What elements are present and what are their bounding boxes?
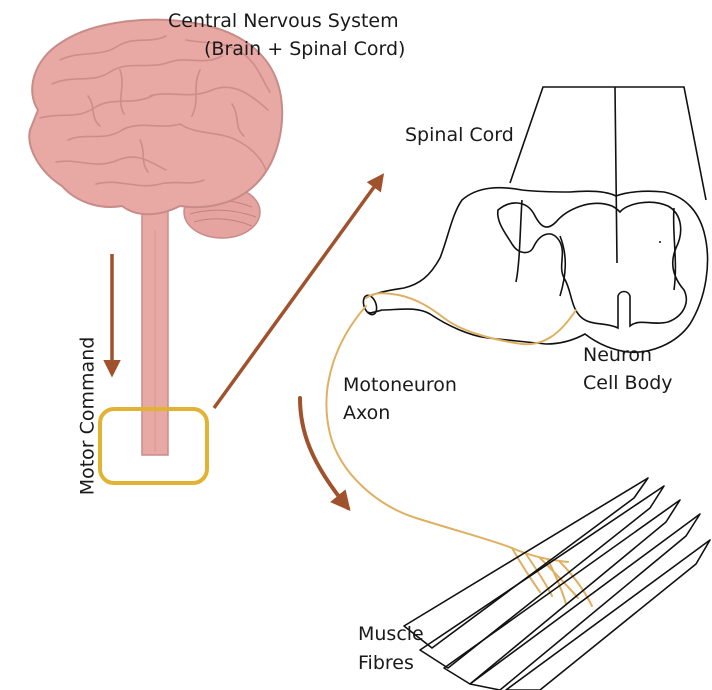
- spinal-cord-label: Spinal Cord: [405, 124, 514, 147]
- axon-direction-arrow: [300, 398, 348, 508]
- motor-command-label: Motor Command: [77, 337, 100, 496]
- axon-inside-cord: [366, 293, 576, 344]
- muscle-fibre: [506, 540, 710, 690]
- brain-illustration: [29, 20, 282, 455]
- spinal-cord-outline: [366, 188, 708, 353]
- motoneuron-label-line2: Axon: [343, 402, 390, 425]
- muscle-fibre: [404, 478, 648, 648]
- cns-title-line1: Central Nervous System: [168, 10, 399, 33]
- muscle-label-line1: Muscle: [358, 623, 424, 646]
- gray-matter: [498, 202, 687, 328]
- cns-title-line2: (Brain + Spinal Cord): [204, 38, 405, 61]
- neuron-label-line1: Neuron: [583, 344, 652, 367]
- muscle-fibre: [470, 514, 700, 690]
- spinal-cord-column: [510, 87, 706, 200]
- neuron-label-line2: Cell Body: [583, 372, 673, 395]
- motoneuron-label-line1: Motoneuron: [343, 374, 457, 397]
- muscle-fibres: [404, 478, 710, 690]
- muscle-label-line2: Fibres: [358, 652, 414, 675]
